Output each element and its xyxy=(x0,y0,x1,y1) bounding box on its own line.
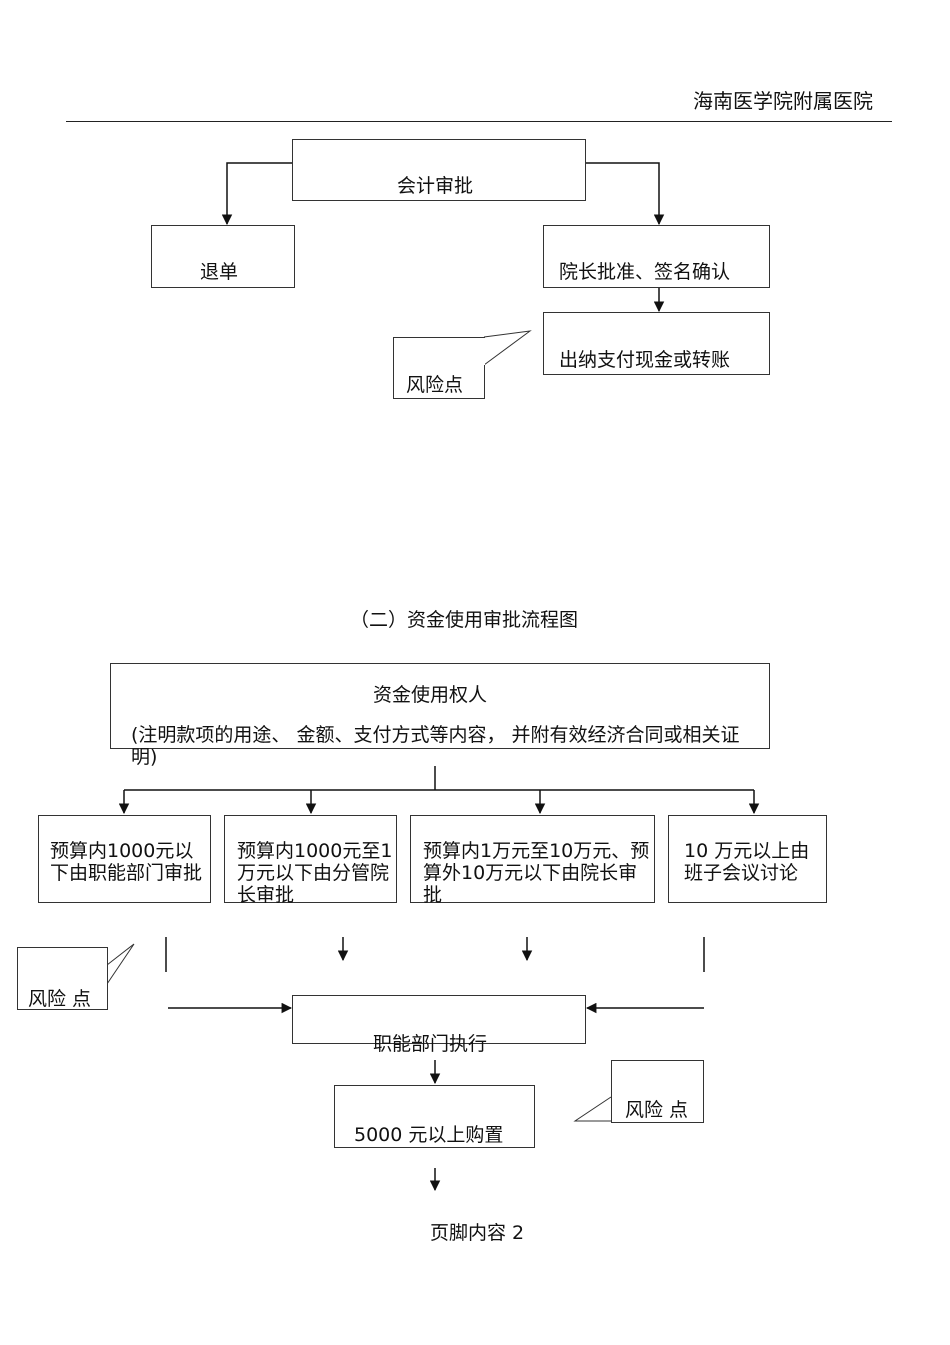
risk-callout-1-rightedge xyxy=(484,365,485,399)
risk-callout-1-tail xyxy=(483,330,532,366)
branch-1-box xyxy=(38,815,211,903)
branch-1-label: 预算内1000元以下由职能部门审批 xyxy=(50,840,203,884)
risk-callout-3-tail xyxy=(573,1096,612,1122)
cashier-payment-box xyxy=(543,312,770,375)
risk-callout-3 xyxy=(611,1060,704,1123)
risk-callout-3-label: 风险 点 xyxy=(625,1099,689,1121)
risk-callout-1 xyxy=(393,337,485,399)
footer-text: 页脚内容 2 xyxy=(430,1222,525,1244)
branch-2-box xyxy=(224,815,397,903)
execute-box xyxy=(292,995,586,1044)
risk-callout-2-tail xyxy=(106,943,135,985)
branch-3-label: 预算内1万元至10万元、预算外10万元以下由院长审批 xyxy=(423,840,650,906)
president-approval-box xyxy=(543,225,770,288)
branch-4-box xyxy=(668,815,827,903)
arrow-to-president xyxy=(586,162,665,226)
section-title: （二）资金使用审批流程图 xyxy=(350,609,579,631)
applicant-note: (注明款项的用途、 金额、支付方式等内容， 并附有效经济合同或相关证明) xyxy=(131,724,740,768)
risk-callout-2-label: 风险 点 xyxy=(28,988,92,1010)
reject-label: 退单 xyxy=(200,261,239,283)
risk-callout-2 xyxy=(17,947,108,1010)
accounting-approval-label: 会计审批 xyxy=(397,175,474,197)
arrow-to-reject xyxy=(221,162,293,226)
branch-2-label: 预算内1000元至1万元以下由分管院长审批 xyxy=(237,840,393,906)
cashier-payment-label: 出纳支付现金或转账 xyxy=(559,349,731,371)
purchase-label: 5000 元以上购置 xyxy=(354,1124,504,1146)
header-rule xyxy=(66,121,892,122)
applicant-title: 资金使用权人 xyxy=(373,684,488,706)
execute-label: 职能部门执行 xyxy=(373,1033,488,1055)
branch-3-box xyxy=(410,815,655,903)
reject-box xyxy=(151,225,295,288)
purchase-box xyxy=(334,1085,535,1148)
header-org: 海南医学院附属医院 xyxy=(693,89,873,113)
president-approval-label: 院长批准、签名确认 xyxy=(559,261,731,283)
accounting-approval-box xyxy=(292,139,586,201)
risk-callout-1-label: 风险点 xyxy=(406,374,464,396)
applicant-box xyxy=(110,663,770,749)
branch-4-label: 10 万元以上由班子会议讨论 xyxy=(684,840,810,884)
